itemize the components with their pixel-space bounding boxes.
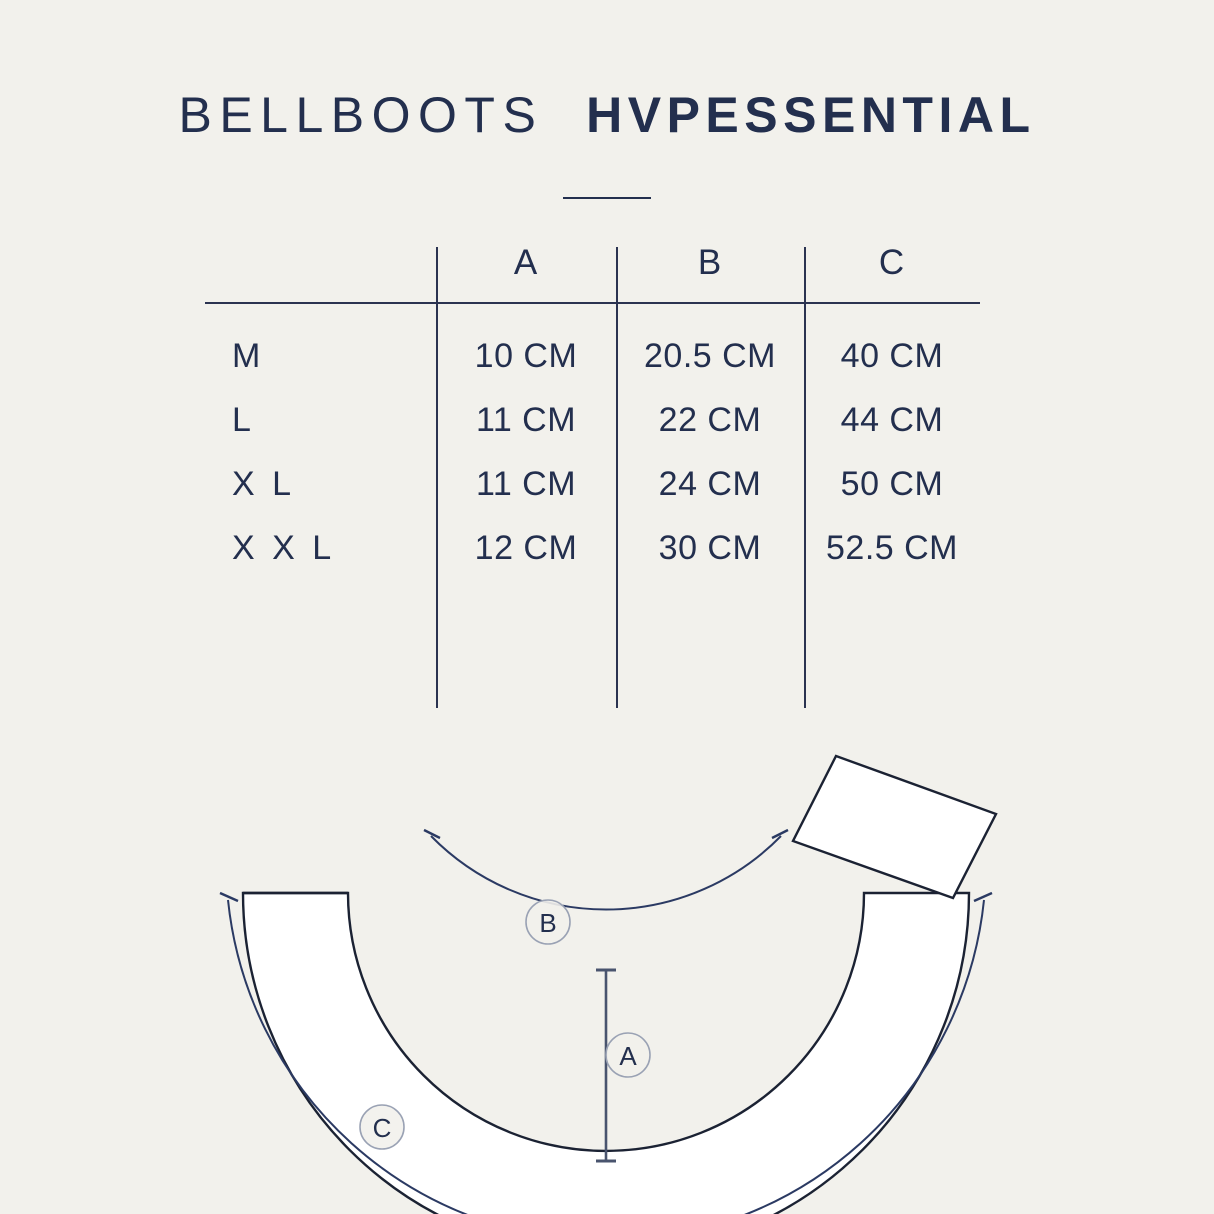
table-row-size-label: M bbox=[232, 337, 265, 375]
table-cell-c: 44 CM bbox=[840, 401, 944, 439]
marker-b-label: B bbox=[539, 908, 556, 938]
table-cell-c: 52.5 CM bbox=[826, 529, 958, 567]
table-row-size-label: L bbox=[232, 401, 255, 439]
table-cell-a: 10 CM bbox=[474, 337, 578, 375]
table-column-divider-1 bbox=[436, 247, 438, 708]
marker-a-circle bbox=[605, 1032, 651, 1078]
bell-boot-body-shape bbox=[241, 891, 971, 1214]
table-cell-b: 20.5 CM bbox=[644, 337, 776, 375]
table-column-divider-3 bbox=[804, 247, 806, 708]
page-title: BELLBOOTS HVPESSENTIAL bbox=[0, 86, 1214, 144]
marker-b-circle bbox=[525, 899, 571, 945]
marker-c: C bbox=[359, 1104, 405, 1150]
table-cell-b: 24 CM bbox=[658, 465, 762, 503]
title-divider bbox=[563, 197, 651, 199]
table-cell-a: 12 CM bbox=[474, 529, 578, 567]
table-header-rule bbox=[205, 302, 980, 304]
table-cell-c: 40 CM bbox=[840, 337, 944, 375]
table-cell-a: 11 CM bbox=[475, 465, 577, 503]
title-product-line: HVPESSENTIAL bbox=[586, 87, 1036, 143]
table-cell-b: 22 CM bbox=[658, 401, 762, 439]
table-row-size-label: X L bbox=[232, 465, 296, 503]
table-header-b: B bbox=[697, 243, 723, 282]
dimension-tick-b-right bbox=[771, 828, 789, 840]
closure-flap-shape bbox=[791, 754, 998, 900]
dimension-line-c bbox=[227, 899, 985, 1214]
marker-a-label: A bbox=[619, 1041, 637, 1071]
marker-c-circle bbox=[359, 1104, 405, 1150]
marker-c-label: C bbox=[373, 1113, 392, 1143]
marker-b: B bbox=[525, 899, 571, 945]
table-header-c: C bbox=[878, 243, 906, 282]
table-cell-b: 30 CM bbox=[658, 529, 762, 567]
dimension-tick-c-left bbox=[219, 891, 239, 903]
dimension-tick-b-left bbox=[423, 828, 441, 840]
dimension-line-b bbox=[430, 835, 782, 911]
dimension-tick-c-right bbox=[973, 891, 993, 903]
table-cell-a: 11 CM bbox=[475, 401, 577, 439]
table-cell-c: 50 CM bbox=[840, 465, 944, 503]
table-column-divider-2 bbox=[616, 247, 618, 708]
title-brand: BELLBOOTS bbox=[178, 87, 544, 143]
table-row-size-label: X X L bbox=[232, 529, 336, 567]
table-header-a: A bbox=[513, 243, 539, 282]
marker-a: A bbox=[605, 1032, 651, 1078]
measurements-table: A B C M 10 CM 20.5 CM 40 CM L 11 CM 22 C… bbox=[205, 243, 980, 708]
